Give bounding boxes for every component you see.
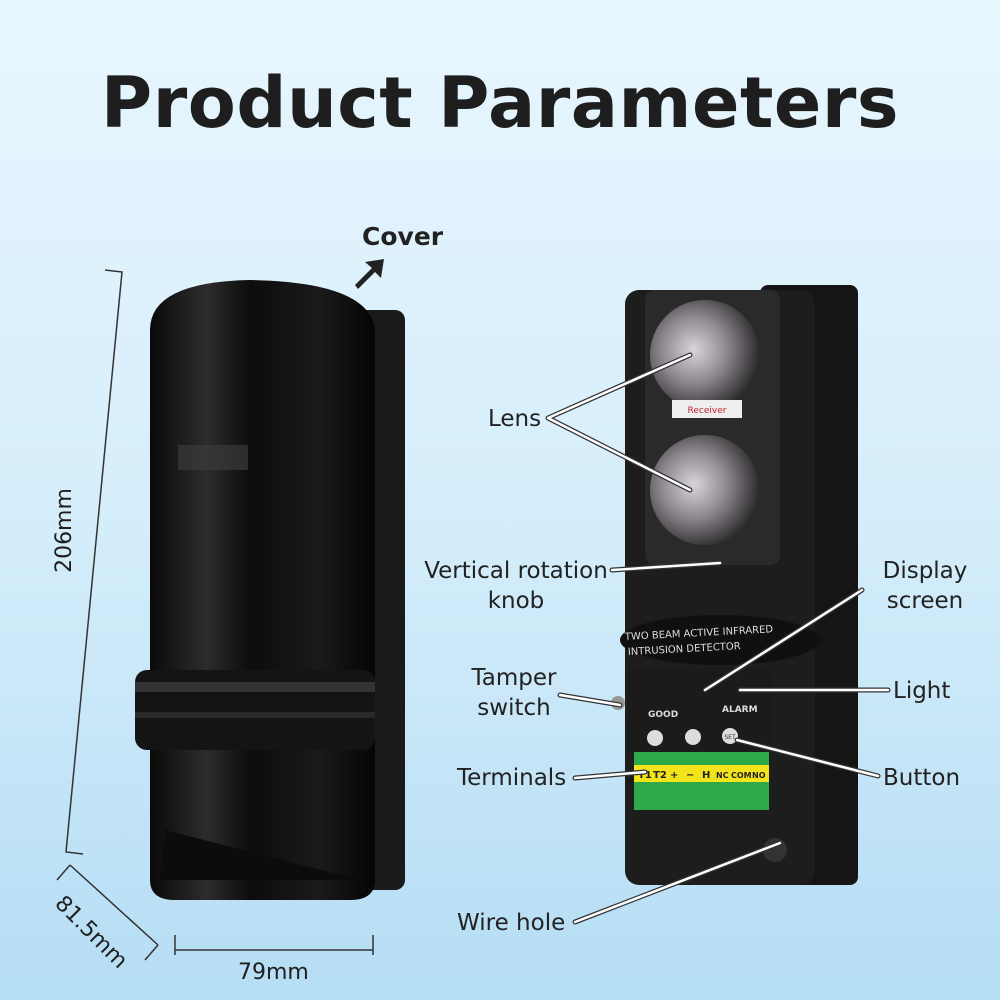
- tamper-line1: Tamper: [471, 665, 557, 691]
- height-dimension: 206mm: [51, 488, 77, 573]
- display-line2: screen: [886, 588, 964, 614]
- device-cover: [135, 280, 405, 900]
- terminal-h: H: [702, 770, 710, 781]
- vertical-knob-line2: knob: [487, 588, 545, 614]
- lens-label: Lens: [488, 406, 542, 432]
- terminal-com: COM: [731, 771, 752, 780]
- button-label: Button: [883, 765, 961, 791]
- wire-hole-label: Wire hole: [457, 910, 566, 936]
- terminal-nc: NC: [716, 771, 729, 780]
- display-line1: Display: [882, 558, 968, 584]
- receiver-tag: Receiver: [688, 406, 727, 416]
- dimension-lines: [56, 269, 374, 961]
- terminals-label: Terminals: [457, 765, 567, 791]
- cover-label: Cover: [362, 222, 444, 251]
- tamper-switch-label: Tamper switch: [462, 663, 566, 723]
- callout-lines: [545, 352, 891, 925]
- tamper-line2: switch: [477, 695, 551, 721]
- good-label: GOOD: [648, 710, 678, 720]
- set-label: SET: [724, 734, 736, 741]
- terminal-plus: +: [670, 770, 678, 781]
- light-label: Light: [893, 678, 951, 704]
- up-button: [685, 729, 701, 745]
- alarm-label: ALARM: [722, 705, 758, 715]
- vertical-knob-line1: Vertical rotation: [424, 558, 608, 584]
- page-title: Product Parameters: [100, 62, 900, 144]
- terminal-t2: T2: [653, 770, 667, 781]
- cover-arrow-icon: [355, 259, 384, 289]
- display-screen-label: Display screen: [870, 556, 980, 616]
- vertical-knob-label: Vertical rotation knob: [418, 556, 614, 616]
- terminal-t1: T1: [638, 770, 652, 781]
- down-button: [647, 730, 663, 746]
- width-dimension: 79mm: [238, 960, 309, 985]
- terminal-minus: −: [686, 770, 694, 781]
- terminal-no: NO: [752, 771, 766, 780]
- set-button: [722, 728, 738, 744]
